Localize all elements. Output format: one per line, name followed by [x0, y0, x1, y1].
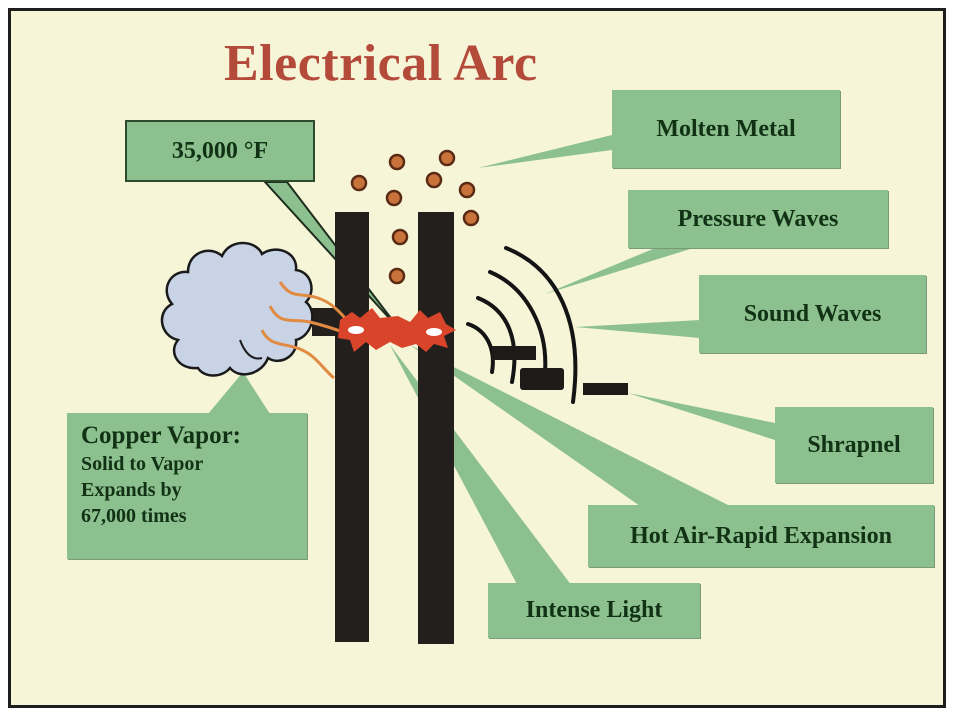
copper-vapor-line: Solid to Vapor — [81, 453, 204, 475]
droplet — [388, 153, 406, 171]
shrapnel-piece — [583, 383, 628, 395]
sound-waves-label: Sound Waves — [699, 275, 926, 353]
sound-wave-arcs — [466, 246, 578, 404]
vapor-stream — [268, 305, 349, 336]
copper-vapor-heading: Copper Vapor: — [81, 422, 241, 449]
hot-air-label: Hot Air-Rapid Expansion — [588, 505, 934, 567]
intense-light-label: Intense Light — [488, 583, 700, 638]
copper-vapor-line: Expands by — [81, 479, 182, 501]
right-electrode — [418, 212, 454, 644]
droplet — [425, 171, 443, 189]
copper-vapor-label: Copper Vapor: Solid to Vapor Expands by … — [67, 413, 307, 559]
vapor-stream — [278, 281, 347, 319]
droplet — [458, 181, 476, 199]
droplet — [438, 149, 456, 167]
copper-vapor-pointer — [208, 372, 270, 414]
electrode-stub — [312, 308, 338, 336]
molten-droplets — [350, 149, 480, 285]
hot-air-pointer — [410, 345, 730, 506]
arc-glow-left — [348, 326, 364, 334]
droplet — [385, 189, 403, 207]
wave-arc — [466, 322, 495, 374]
shrapnel-piece — [492, 346, 536, 360]
droplet — [388, 267, 406, 285]
pressure-waves-label: Pressure Waves — [628, 190, 888, 248]
wave-arc — [476, 296, 517, 384]
sound-waves-pointer — [575, 320, 700, 338]
vapor-stream — [260, 329, 335, 380]
copper-vapor-cloud — [160, 241, 314, 377]
shrapnel-pointer — [628, 393, 775, 440]
droplet — [350, 174, 368, 192]
pressure-waves-pointer — [545, 246, 700, 294]
shrapnel-label: Shrapnel — [775, 407, 933, 483]
molten-metal-label: Molten Metal — [612, 90, 840, 168]
shrapnel-piece — [520, 368, 564, 390]
wave-arc — [504, 246, 578, 404]
arc-glow-right — [426, 328, 442, 336]
diagram-title: Electrical Arc — [224, 35, 538, 92]
droplet — [462, 209, 480, 227]
arc-flash — [338, 308, 456, 352]
droplet — [391, 228, 409, 246]
left-electrode — [335, 212, 369, 642]
temperature-label: 35,000 °F — [125, 120, 315, 182]
wave-arc — [488, 270, 548, 374]
molten-metal-pointer — [478, 135, 612, 168]
copper-vapor-line: 67,000 times — [81, 505, 187, 527]
